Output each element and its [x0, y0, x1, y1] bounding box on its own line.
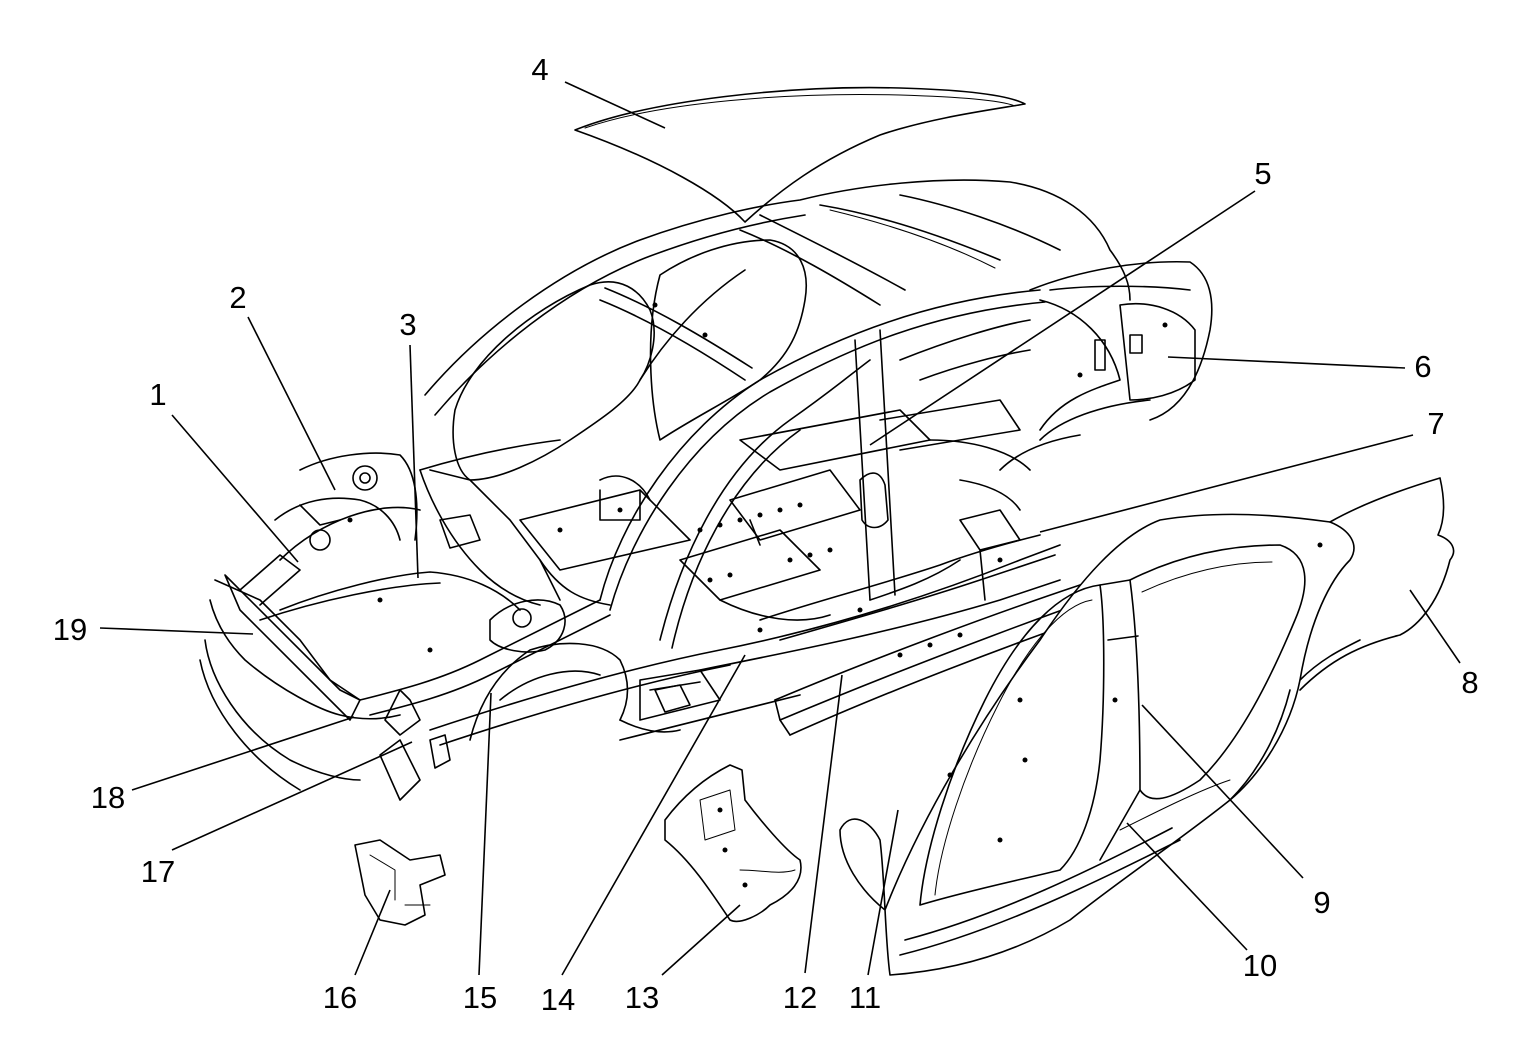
callout-3: 3	[399, 307, 416, 342]
leader-line-6	[1167, 356, 1406, 369]
leader-line-5	[869, 190, 1256, 446]
leader-line-15	[478, 692, 492, 976]
callout-5: 5	[1254, 156, 1271, 191]
leader-line-10	[1126, 822, 1248, 951]
stamping-holes	[347, 302, 1168, 658]
callout-6: 6	[1414, 349, 1431, 384]
callout-14: 14	[541, 982, 575, 1017]
leader-line-16	[354, 889, 391, 976]
callout-7: 7	[1427, 406, 1444, 441]
leader-line-2	[247, 316, 336, 491]
callout-1: 1	[149, 377, 166, 412]
roof-panel	[574, 86, 1026, 223]
callout-12: 12	[783, 980, 817, 1015]
callout-19: 19	[53, 612, 87, 647]
leader-line-11	[867, 809, 899, 976]
callout-8: 8	[1461, 665, 1478, 700]
callout-2: 2	[229, 280, 246, 315]
callout-11: 11	[849, 980, 881, 1015]
callout-10: 10	[1243, 948, 1277, 983]
callout-16: 16	[323, 980, 357, 1015]
leader-line-8	[1409, 589, 1461, 664]
leader-line-18	[131, 716, 355, 791]
hinge-pillar-part	[664, 764, 802, 923]
leader-lines	[99, 81, 1461, 976]
callout-17: 17	[141, 854, 175, 889]
bracket-part	[354, 839, 446, 926]
leader-line-7	[1039, 434, 1414, 533]
leader-line-4	[564, 81, 666, 129]
leader-line-14	[561, 654, 746, 976]
leader-line-9	[1141, 704, 1304, 879]
body-in-white	[199, 179, 1213, 801]
leader-line-19	[99, 627, 254, 635]
leader-line-17	[171, 741, 413, 851]
leader-line-3	[409, 344, 419, 579]
callout-13: 13	[625, 980, 659, 1015]
leader-line-13	[661, 904, 741, 976]
leader-line-1	[171, 414, 299, 563]
body-side-outer-panel	[839, 477, 1455, 976]
callout-9: 9	[1313, 885, 1330, 920]
leader-line-12	[804, 674, 843, 974]
callout-4: 4	[531, 52, 548, 87]
callout-labels: 1 2 3 4 5 6 7 8 9 10 11 12 13 14 15 16 1…	[53, 52, 1479, 1017]
callout-18: 18	[91, 780, 125, 815]
callout-15: 15	[463, 980, 497, 1015]
